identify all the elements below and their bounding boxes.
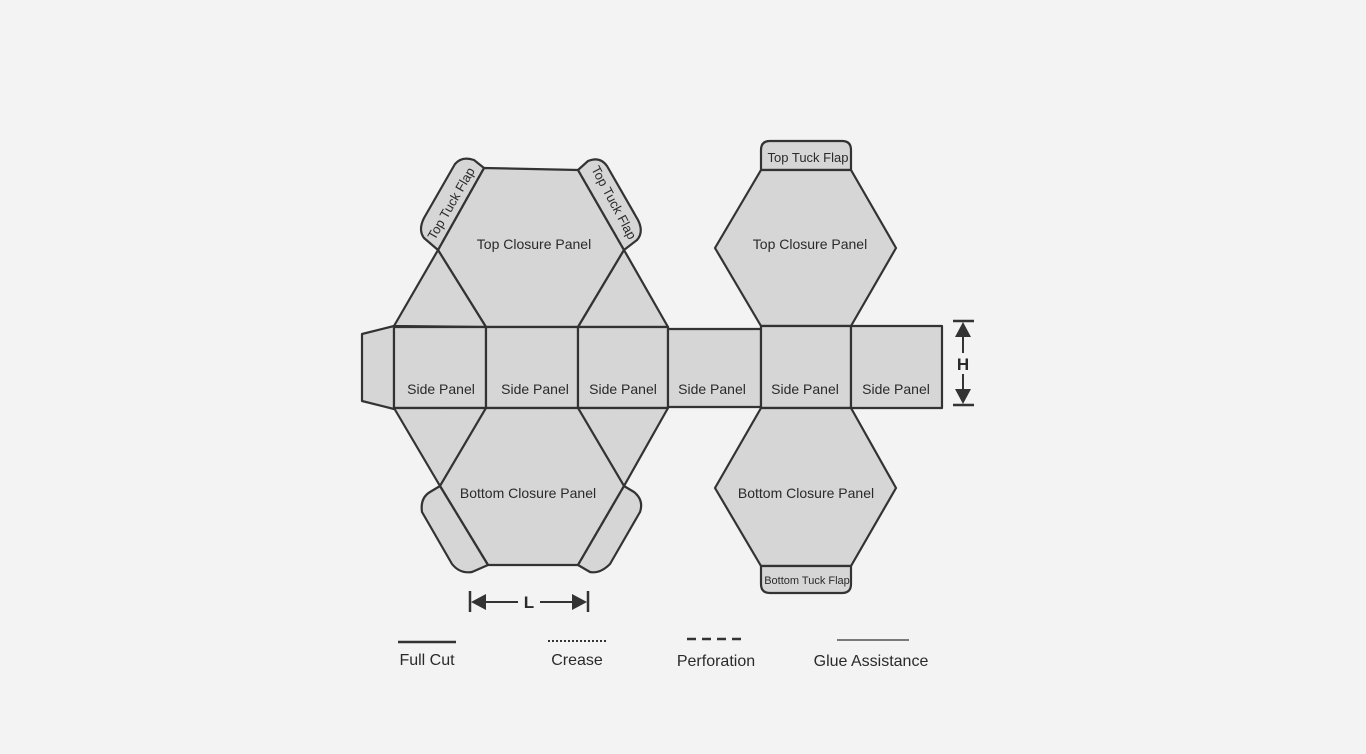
height-dimension: H: [953, 319, 974, 407]
left-top-tuck-flap-b: [576, 158, 642, 252]
glue-flap: [360, 324, 396, 411]
side-panel-label-2: Side Panel: [501, 381, 569, 397]
length-dimension: L: [468, 591, 590, 612]
legend-crease-label: Crease: [551, 652, 603, 669]
left-bottom-tuck-flap-a: [420, 484, 490, 574]
side-panel-label-5: Side Panel: [771, 381, 839, 397]
side-panel-label-6: Side Panel: [862, 381, 930, 397]
length-label: L: [524, 593, 534, 612]
side-panel-4: [666, 327, 763, 409]
height-label: H: [957, 355, 969, 374]
side-panel-2: [484, 325, 580, 410]
left-bottom-closure-label: Bottom Closure Panel: [460, 485, 596, 501]
right-bottom-tuck-flap-label: Bottom Tuck Flap: [764, 575, 850, 587]
right-top-tuck-flap: [759, 139, 853, 172]
right-top-tuck-flap-label: Top Tuck Flap: [768, 150, 849, 165]
side-panel-1: [392, 325, 488, 410]
legend-glue-assistance-label: Glue Assistance: [814, 653, 929, 670]
side-panel-label-3: Side Panel: [589, 381, 657, 397]
legend: Full Cut Crease Perforation Glue Assista…: [398, 637, 929, 670]
side-panel-label-1: Side Panel: [407, 381, 475, 397]
right-bottom-tuck-flap: [759, 564, 853, 595]
left-bottom-tuck-flap-b: [576, 484, 643, 574]
legend-full-cut-label: Full Cut: [399, 652, 455, 669]
right-bottom-closure-label: Bottom Closure Panel: [738, 485, 874, 501]
left-top-closure-label: Top Closure Panel: [477, 236, 591, 252]
legend-perforation-label: Perforation: [677, 653, 755, 670]
side-panel-6: [849, 324, 944, 410]
left-top-tuck-flap-a: [419, 157, 486, 252]
side-panel-label-4: Side Panel: [678, 381, 746, 397]
right-top-closure-label: Top Closure Panel: [753, 236, 867, 252]
